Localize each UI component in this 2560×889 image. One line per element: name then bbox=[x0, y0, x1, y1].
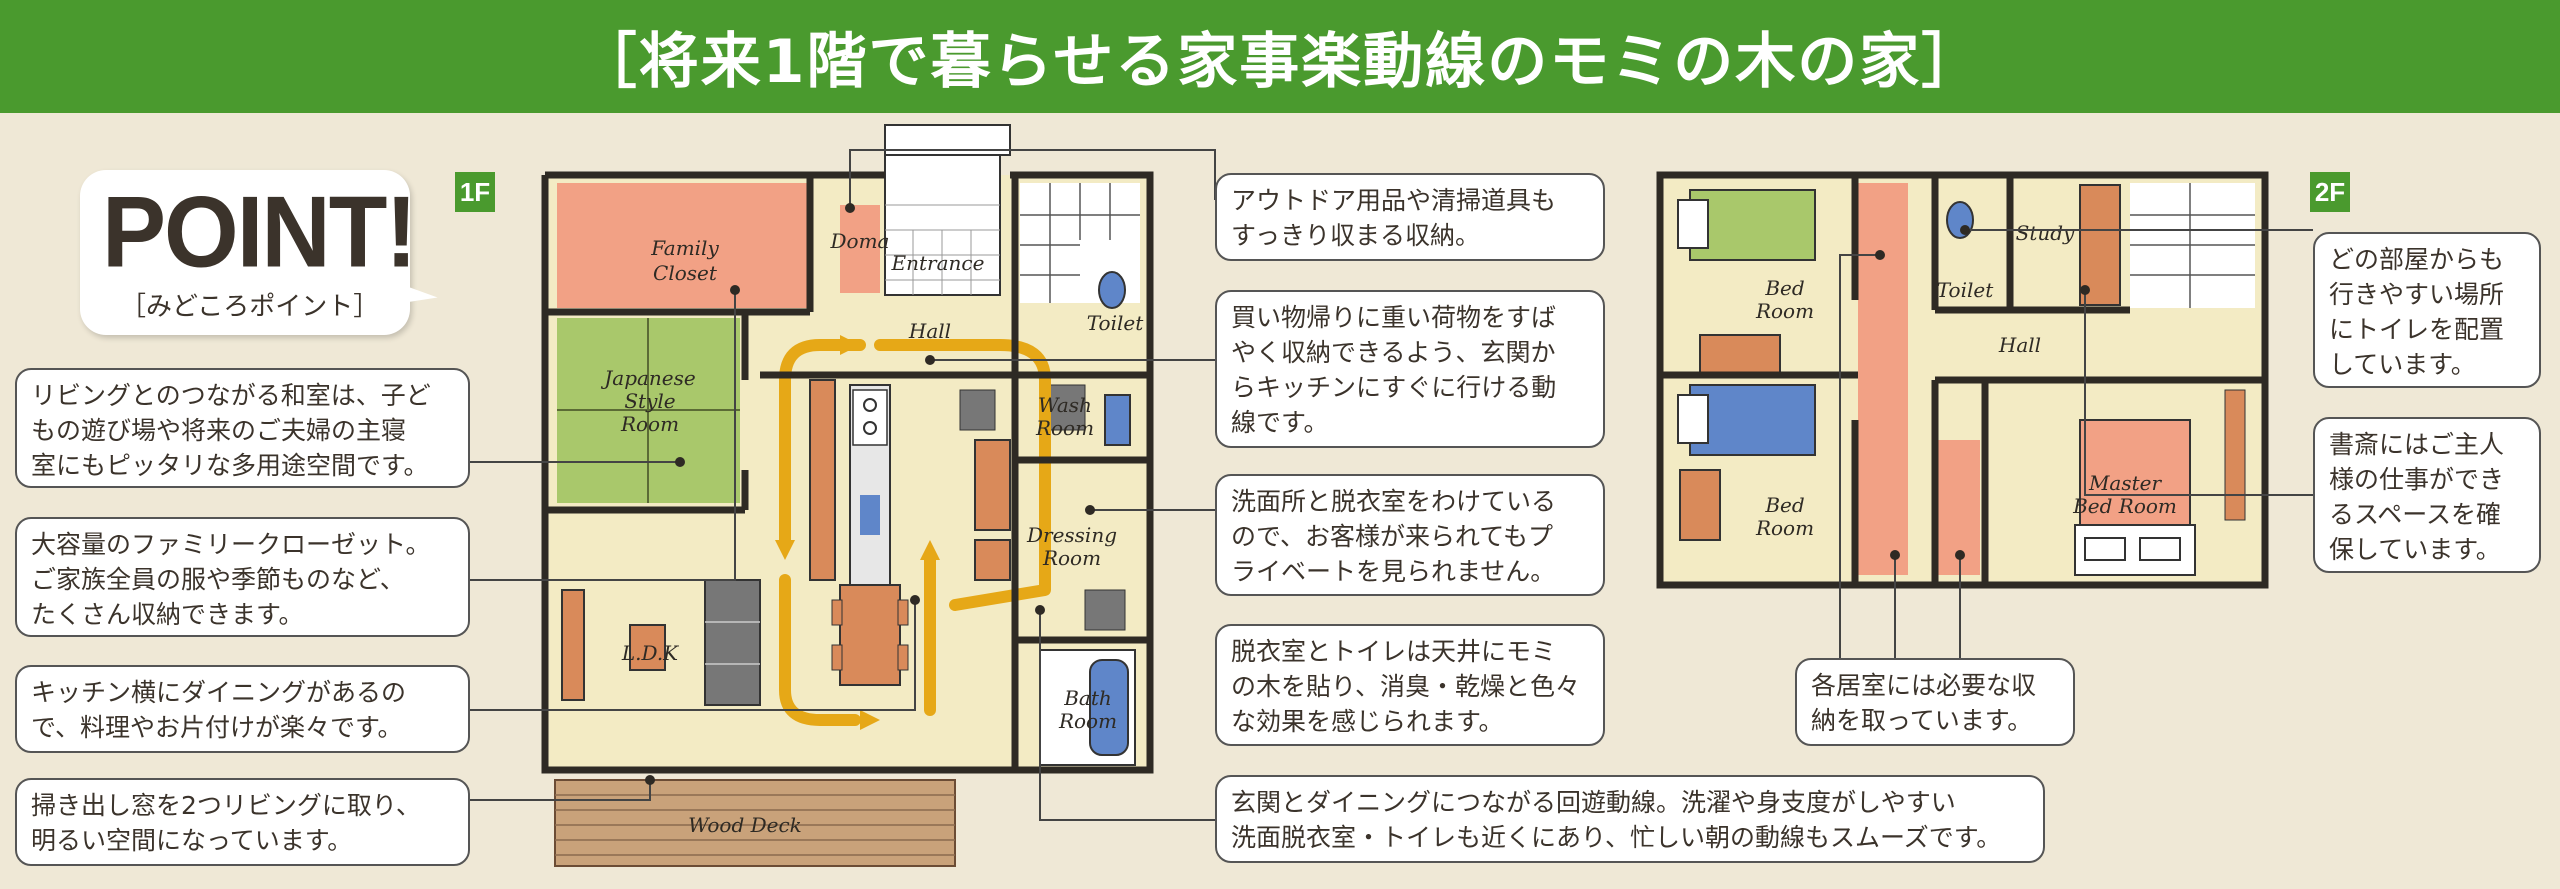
point-badge: POINT! ［みどころポイント］ bbox=[80, 170, 417, 335]
callout-washitsu: リビングとのつながる和室は、子ど もの遊び場や将来のご夫婦の主寝 室にもピッタリ… bbox=[15, 368, 470, 488]
callout-study: 書斎にはご主人 様の仕事ができ るスペースを確 保しています。 bbox=[2313, 417, 2541, 573]
label-family-closet: Family bbox=[650, 236, 719, 260]
callout-outdoor-storage: アウトドア用品や清掃道具も すっきり収まる収納。 bbox=[1215, 173, 1605, 261]
callout-toilet-location: どの部屋からも 行きやすい場所 にトイレを配置 しています。 bbox=[2313, 232, 2541, 388]
svg-text:Room: Room bbox=[1042, 546, 1101, 570]
label-master-bed-room: Master bbox=[2088, 471, 2163, 495]
label-toilet-2f: Toilet bbox=[1937, 278, 1994, 302]
doma bbox=[840, 205, 880, 293]
closet-strip-a bbox=[1858, 183, 1908, 575]
floor-plan-1f: Family Closet Doma Entrance Hall Toilet … bbox=[541, 124, 1154, 867]
label-bed-room-1: Bed bbox=[1764, 276, 1804, 300]
label-dressing-room: Dressing bbox=[1026, 523, 1117, 547]
label-japanese-room: Japanese bbox=[600, 366, 695, 390]
point-subtitle: ［みどころポイント］ bbox=[120, 292, 380, 322]
point-title: POINT! bbox=[102, 176, 417, 289]
label-hall-2f: Hall bbox=[1998, 333, 2041, 357]
label-study: Study bbox=[2016, 221, 2075, 245]
floor-plan-2f: Bed Room Toilet Study Hall Bed Room Mast… bbox=[1656, 171, 2269, 589]
callout-momi-ceiling: 脱衣室とトイレは天井にモミ の木を貼り、消臭・乾燥と色々 な効果を感じられます。 bbox=[1215, 624, 1605, 746]
label-wash-room: Wash bbox=[1038, 393, 1092, 417]
label-bed-room-2: Bed bbox=[1764, 493, 1804, 517]
floor-tag-1f: 1F bbox=[455, 172, 495, 212]
label-doma: Doma bbox=[830, 229, 890, 253]
callout-shopping-route: 買い物帰りに重い荷物をすば やく収納できるよう、玄関か らキッチンにすぐに行ける… bbox=[1215, 290, 1605, 448]
bed-blue bbox=[1689, 384, 1816, 456]
label-toilet-1f: Toilet bbox=[1087, 311, 1144, 335]
svg-text:Bed Room: Bed Room bbox=[2072, 494, 2177, 518]
label-hall-1f: Hall bbox=[908, 319, 951, 343]
label-entrance: Entrance bbox=[891, 251, 985, 275]
callout-loop-route: 玄関とダイニングにつながる回遊動線。洗濯や身支度がしやすい 洗面脱衣室・トイレも… bbox=[1215, 775, 2045, 863]
callout-window: 掃き出し窓を2つリビングに取り、 明るい空間になっています。 bbox=[15, 778, 470, 866]
callout-room-storage: 各居室には必要な収 納を取っています。 bbox=[1795, 658, 2075, 746]
svg-text:Room: Room bbox=[1755, 516, 1814, 540]
svg-text:Room: Room bbox=[620, 412, 679, 436]
family-closet bbox=[557, 183, 807, 308]
label-wood-deck: Wood Deck bbox=[688, 813, 802, 837]
svg-text:Room: Room bbox=[1755, 299, 1814, 323]
master-bed bbox=[2079, 419, 2191, 531]
floor-tag-2f: 2F bbox=[2310, 172, 2350, 212]
label-ldk: L.D.K bbox=[621, 641, 679, 665]
svg-text:Style: Style bbox=[624, 389, 675, 413]
callout-wash-dressing: 洗面所と脱衣室をわけている ので、お客様が来られてもプ ライベートを見られません… bbox=[1215, 474, 1605, 596]
label-bath-room: Bath bbox=[1063, 686, 1112, 710]
callout-family-closet: 大容量のファミリークローゼット。 ご家族全員の服や季節ものなど、 たくさん収納で… bbox=[15, 517, 470, 637]
bed-green bbox=[1689, 189, 1816, 261]
svg-text:Room: Room bbox=[1035, 416, 1094, 440]
svg-text:Closet: Closet bbox=[653, 261, 718, 285]
study-desk bbox=[2079, 184, 2121, 306]
callout-dining: キッチン横にダイニングがあるの で、料理やお片付けが楽々です。 bbox=[15, 665, 470, 753]
svg-text:Room: Room bbox=[1058, 709, 1117, 733]
header-banner: ［将来1階で暮らせる家事楽動線のモミの木の家］ bbox=[0, 0, 2560, 113]
page-title: ［将来1階で暮らせる家事楽動線のモミの木の家］ bbox=[576, 27, 1984, 97]
